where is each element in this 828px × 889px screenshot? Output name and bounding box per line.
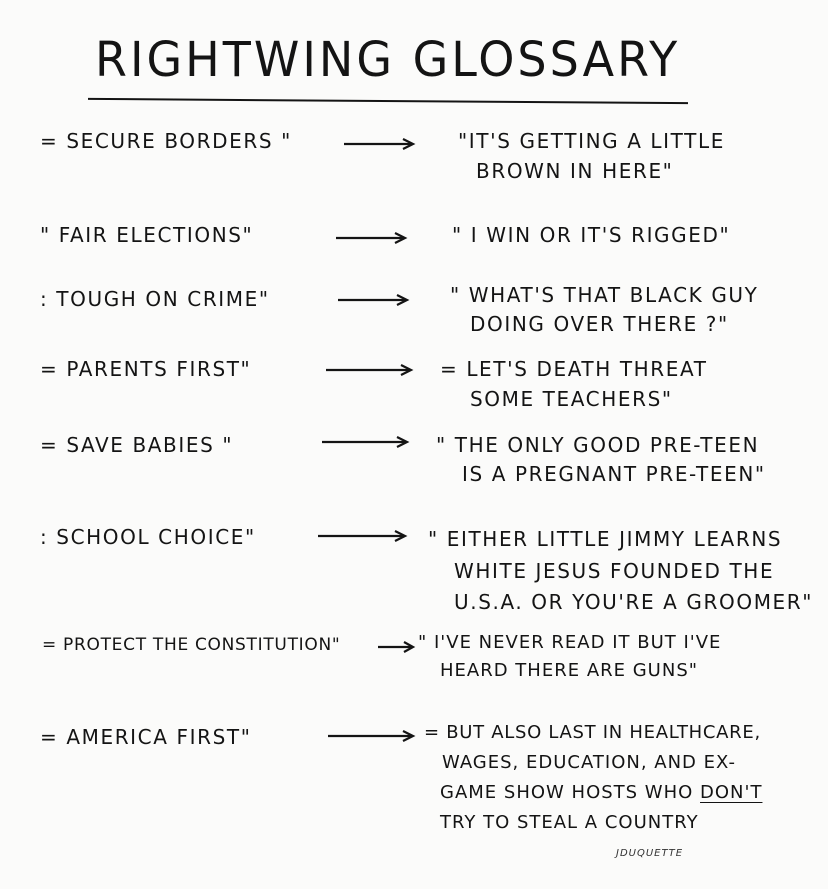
definition-line: TRY TO STEAL A COUNTRY [440, 812, 699, 833]
term-school-choice: : SCHOOL CHOICE" [40, 525, 256, 549]
right-arrow-icon [318, 530, 408, 542]
definition-line: SOME TEACHERS" [470, 387, 673, 411]
right-arrow-icon [378, 641, 416, 653]
definition-line: " WHAT'S THAT BLACK GUY [450, 283, 759, 307]
right-arrow-icon [336, 232, 408, 244]
definition-line: IS A PREGNANT PRE-TEEN" [462, 462, 766, 486]
term-save-babies: = SAVE BABIES " [40, 433, 234, 457]
term-secure-borders: = SECURE BORDERS " [40, 129, 292, 153]
definition-line: " I WIN OR IT'S RIGGED" [452, 223, 731, 247]
emphasis-dont: DON'T [700, 782, 763, 803]
page-title: RIGHTWING GLOSSARY [95, 30, 681, 88]
term-fair-elections: " FAIR ELECTIONS" [40, 223, 254, 247]
definition-line: WAGES, EDUCATION, AND EX- [442, 752, 736, 773]
term-protect-the-constitution: = PROTECT THE CONSTITUTION" [42, 635, 341, 655]
definition-line: HEARD THERE ARE GUNS" [440, 660, 699, 681]
definition-line: BROWN IN HERE" [476, 159, 674, 183]
right-arrow-icon [322, 436, 410, 448]
definition-line: GAME SHOW HOSTS WHO DON'T [440, 778, 762, 808]
right-arrow-icon [328, 730, 416, 742]
term-tough-on-crime: : TOUGH ON CRIME" [40, 287, 270, 311]
definition-text: GAME SHOW HOSTS WHO [440, 782, 701, 803]
definition-line: U.S.A. OR YOU'RE A GROOMER" [454, 590, 814, 614]
artist-signature: JDUQUETTE [616, 848, 684, 859]
definition-line: WHITE JESUS FOUNDED THE [454, 559, 775, 583]
definition-line: DOING OVER THERE ?" [470, 312, 729, 336]
definition-line: "IT'S GETTING A LITTLE [458, 129, 725, 153]
right-arrow-icon [338, 294, 410, 306]
definition-line: = LET'S DEATH THREAT [440, 357, 708, 381]
definition-line: " I'VE NEVER READ IT BUT I'VE [418, 632, 722, 653]
right-arrow-icon [326, 364, 414, 376]
definition-line: " THE ONLY GOOD PRE-TEEN [436, 433, 760, 457]
right-arrow-icon [344, 138, 416, 150]
definition-line: = BUT ALSO LAST IN HEALTHCARE, [424, 722, 761, 743]
term-america-first: = AMERICA FIRST" [40, 725, 252, 749]
title-underline [88, 97, 688, 105]
term-parents-first: = PARENTS FIRST" [40, 357, 252, 381]
definition-line: " EITHER LITTLE JIMMY LEARNS [428, 527, 783, 551]
